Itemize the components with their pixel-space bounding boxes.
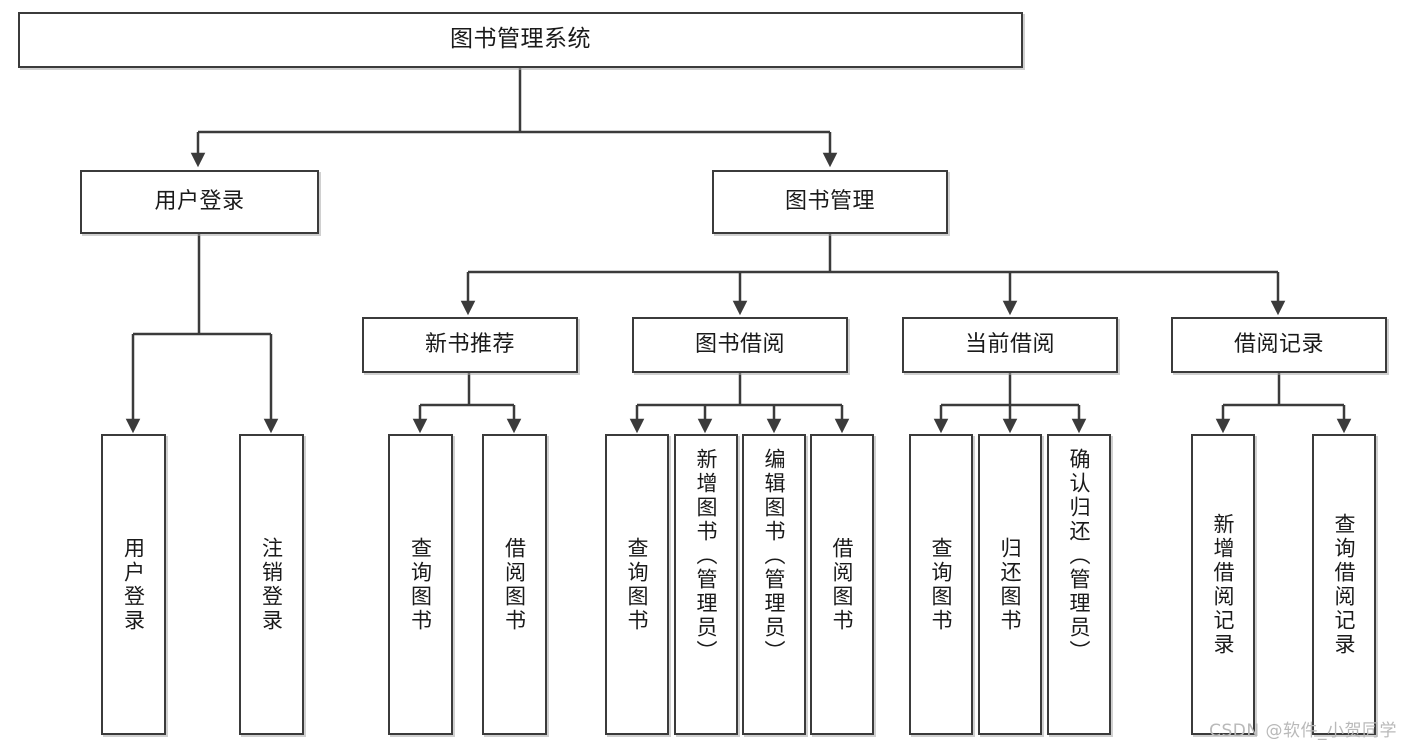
leaf-user-login-login[interactable]: 用户登录 xyxy=(101,434,166,735)
node-label: 当前借阅 xyxy=(964,332,1055,358)
node-label: 确认归还（管理员） xyxy=(1067,448,1092,664)
node-label: 图书管理 xyxy=(784,189,875,215)
node-label: 编辑图书（管理员） xyxy=(762,448,787,664)
csdn-watermark: CSDN @软件_小贺同学 xyxy=(1209,721,1397,741)
node-label: 查询图书 xyxy=(625,536,650,633)
node-label: 用户登录 xyxy=(121,536,146,633)
node-root-book-management-system[interactable]: 图书管理系统 xyxy=(18,12,1023,68)
node-label: 查询图书 xyxy=(929,536,954,633)
node-label: 新增图书（管理员） xyxy=(694,448,719,664)
node-book-borrow[interactable]: 图书借阅 xyxy=(632,317,848,373)
node-label: 查询借阅记录 xyxy=(1332,512,1357,657)
node-current-borrow[interactable]: 当前借阅 xyxy=(902,317,1118,373)
leaf-book-borrow-edit[interactable]: 编辑图书（管理员） xyxy=(742,434,806,735)
node-label: 新书推荐 xyxy=(424,332,515,358)
node-label: 注销登录 xyxy=(259,536,284,633)
node-new-book-recommend[interactable]: 新书推荐 xyxy=(362,317,578,373)
node-label: 借阅图书 xyxy=(830,536,855,633)
node-label: 用户登录 xyxy=(154,189,245,215)
node-book-management[interactable]: 图书管理 xyxy=(712,170,948,234)
node-label: 图书管理系统 xyxy=(450,26,591,53)
node-borrow-record[interactable]: 借阅记录 xyxy=(1171,317,1387,373)
leaf-current-borrow-return[interactable]: 归还图书 xyxy=(978,434,1042,735)
node-label: 借阅图书 xyxy=(502,536,527,633)
leaf-new-book-borrow[interactable]: 借阅图书 xyxy=(482,434,547,735)
leaf-borrow-record-add[interactable]: 新增借阅记录 xyxy=(1191,434,1255,735)
node-label: 归还图书 xyxy=(998,536,1023,633)
node-label: 新增借阅记录 xyxy=(1211,512,1236,657)
node-label: 图书借阅 xyxy=(694,332,785,358)
leaf-user-login-logout[interactable]: 注销登录 xyxy=(239,434,304,735)
node-label: 借阅记录 xyxy=(1233,332,1324,358)
leaf-book-borrow-borrow[interactable]: 借阅图书 xyxy=(810,434,874,735)
leaf-current-borrow-confirm-return[interactable]: 确认归还（管理员） xyxy=(1047,434,1111,735)
node-label: 查询图书 xyxy=(408,536,433,633)
leaf-book-borrow-add[interactable]: 新增图书（管理员） xyxy=(674,434,738,735)
leaf-borrow-record-query[interactable]: 查询借阅记录 xyxy=(1312,434,1376,735)
node-user-login[interactable]: 用户登录 xyxy=(80,170,319,234)
leaf-new-book-query[interactable]: 查询图书 xyxy=(388,434,453,735)
leaf-current-borrow-query[interactable]: 查询图书 xyxy=(909,434,973,735)
leaf-book-borrow-query[interactable]: 查询图书 xyxy=(605,434,669,735)
